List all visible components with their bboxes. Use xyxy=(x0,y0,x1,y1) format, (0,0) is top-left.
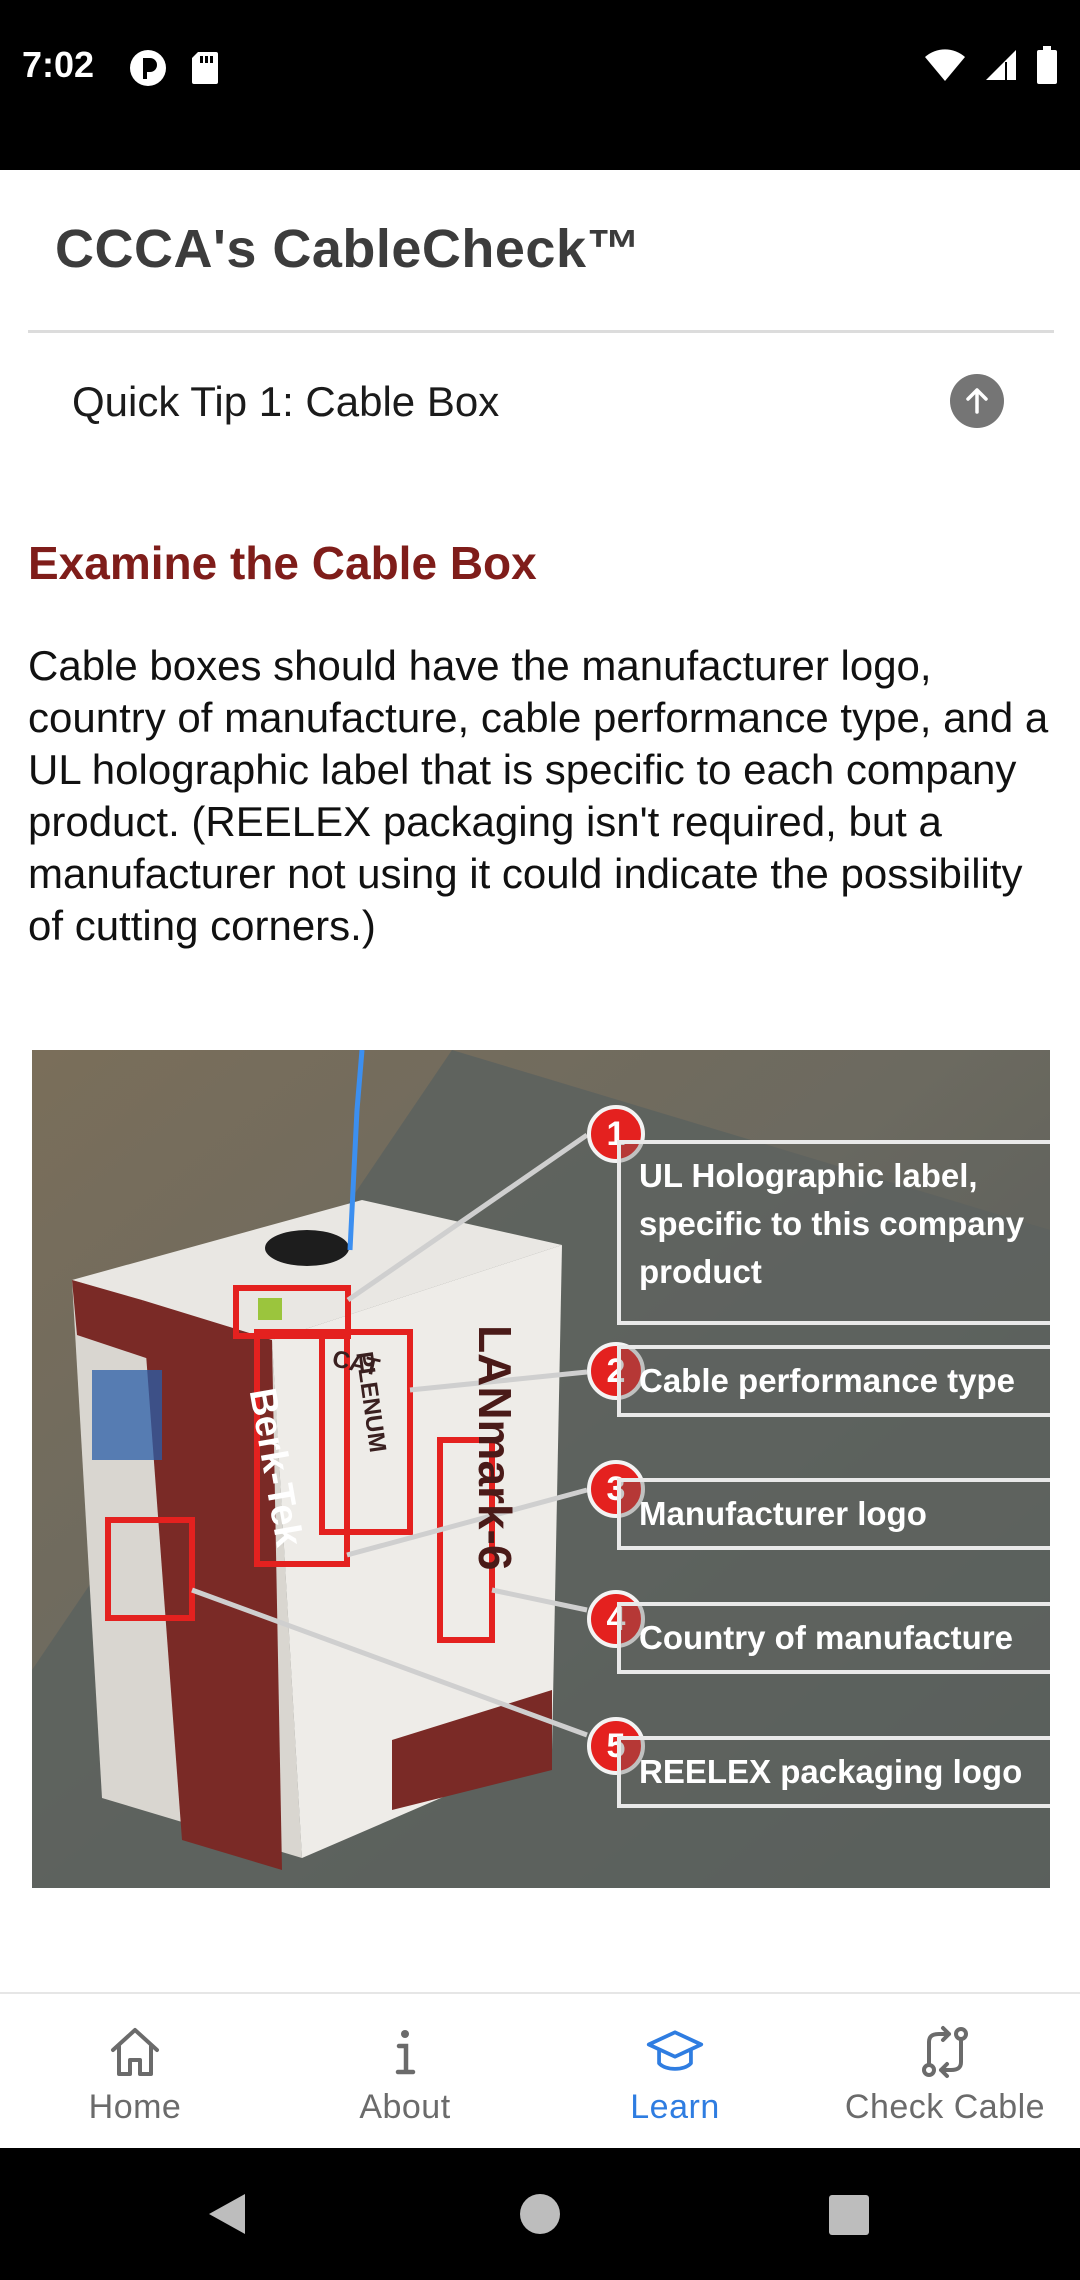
nav-check-cable-label: Check Cable xyxy=(844,2088,1046,2126)
home-circle-icon[interactable] xyxy=(518,2192,562,2241)
system-navigation-bar xyxy=(0,2148,1080,2280)
section-body: Cable boxes should have the manufacturer… xyxy=(28,642,1049,949)
nav-home[interactable]: Home xyxy=(0,1994,270,2150)
signal-icon xyxy=(984,48,1018,87)
nav-learn[interactable]: Learn xyxy=(540,1994,810,2150)
callout-label: Manufacturer logo xyxy=(617,1478,1050,1550)
header-divider xyxy=(28,330,1054,333)
callouts: 1 UL Holographic label, specific to this… xyxy=(587,1050,1050,1888)
callout-label: REELEX packaging logo xyxy=(617,1736,1050,1808)
app-header: CCCA's CableCheck™ xyxy=(0,170,1080,330)
quick-tip-label: Quick Tip 1: Cable Box xyxy=(72,378,500,425)
status-icons-left xyxy=(128,48,220,93)
cable-box-illustration xyxy=(32,1050,1050,1888)
home-icon xyxy=(105,2022,165,2082)
section-heading: Examine the Cable Box xyxy=(28,537,537,589)
status-bar: 7:02 xyxy=(0,0,1080,170)
wifi-icon xyxy=(924,48,966,87)
app-title: CCCA's CableCheck™ xyxy=(55,219,641,279)
quick-tip-row[interactable]: Quick Tip 1: Cable Box xyxy=(28,340,1054,460)
callout-label: Cable performance type xyxy=(617,1345,1050,1417)
callout-label: Country of manufacture xyxy=(617,1602,1050,1674)
nav-check-cable[interactable]: Check Cable xyxy=(810,1994,1080,2150)
info-icon xyxy=(375,2022,435,2082)
graduation-cap-icon xyxy=(645,2022,705,2082)
back-icon[interactable] xyxy=(205,2190,249,2243)
nav-about[interactable]: About xyxy=(270,1994,540,2150)
compare-arrows-icon xyxy=(915,2022,975,2082)
arrow-up-icon xyxy=(966,388,988,414)
callout-label: UL Holographic label, specific to this c… xyxy=(617,1140,1050,1325)
nav-learn-label: Learn xyxy=(630,2088,720,2126)
cable-box-figure: Berk-Tek LANmark-6 CAT PLENUM 1 UL Holog… xyxy=(32,1050,1050,1888)
battery-icon xyxy=(1036,46,1058,89)
callout-number: 2 xyxy=(587,1342,645,1400)
box-product-text: LANmark-6 xyxy=(469,1325,521,1571)
p-icon xyxy=(128,48,168,93)
sd-card-icon xyxy=(190,50,220,91)
nav-home-label: Home xyxy=(88,2088,182,2126)
status-icons-right xyxy=(924,46,1058,89)
callout-number: 1 xyxy=(587,1105,645,1163)
status-time: 7:02 xyxy=(22,44,95,85)
nav-about-label: About xyxy=(359,2088,451,2126)
bottom-navigation: Home About Learn Check Cable xyxy=(0,1992,1080,2150)
recents-square-icon[interactable] xyxy=(828,2194,870,2241)
collapse-tip-button[interactable] xyxy=(950,374,1004,428)
